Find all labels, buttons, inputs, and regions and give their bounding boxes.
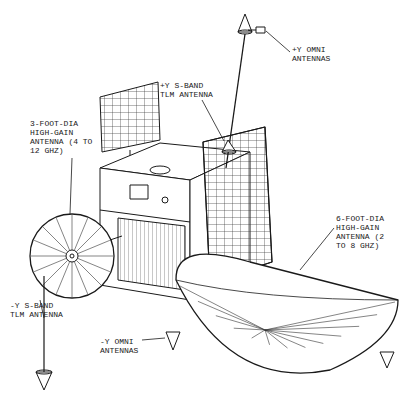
omni-antenna: [380, 352, 394, 368]
dish-rib: [76, 260, 101, 285]
dish-rib: [265, 302, 395, 330]
omni-antenna: [238, 14, 252, 32]
dish-rib: [72, 215, 73, 250]
part-label: -Y S-BAND TLM ANTENNA: [10, 301, 63, 319]
dish-rib: [56, 218, 69, 250]
s-band-antenna: [36, 372, 52, 390]
dish-rib: [198, 301, 265, 330]
dish-rib: [76, 227, 101, 252]
bus-detail: [130, 185, 148, 199]
leader-line: [40, 31, 334, 340]
dish-rib: [252, 330, 265, 338]
dish-rib: [74, 218, 87, 250]
dish-rib: [78, 258, 110, 271]
part-label: +Y S-BAND TLM ANTENNA: [160, 81, 213, 99]
mast: [43, 276, 44, 372]
dish-rib: [43, 260, 68, 285]
dish-rib: [31, 256, 66, 257]
dish-rib: [34, 240, 66, 253]
dish-rib: [74, 262, 87, 294]
dish-rib: [72, 262, 73, 297]
dish-rib: [265, 330, 323, 343]
dish-rib: [78, 256, 113, 257]
high-gain-dish: [176, 254, 398, 373]
high-gain-dish: [30, 214, 114, 298]
part-label: +Y OMNI ANTENNAS: [292, 45, 330, 63]
part-label: -Y OMNI ANTENNAS: [100, 337, 138, 355]
dish-rib: [43, 227, 68, 252]
dish-rib: [265, 330, 341, 336]
part-label: 6-FOOT-DIA HIGH-GAIN ANTENNA (2 TO 8 GHZ…: [336, 214, 394, 250]
omni-antenna: [166, 332, 180, 350]
part-label: 3-FOOT-DIA HIGH-GAIN ANTENNA (4 TO 12 GH…: [30, 119, 97, 155]
dish-rib: [234, 328, 265, 330]
dish-rib: [56, 262, 69, 294]
dish-rib: [34, 258, 66, 271]
dish-rib: [216, 316, 265, 330]
dish-rib: [265, 315, 377, 330]
dish-rib: [265, 330, 270, 345]
louvers: [118, 218, 185, 290]
bus-detail: [150, 166, 170, 174]
dish-rib: [78, 240, 110, 253]
solar-panel: [100, 82, 160, 152]
omni-antenna: [256, 27, 265, 33]
